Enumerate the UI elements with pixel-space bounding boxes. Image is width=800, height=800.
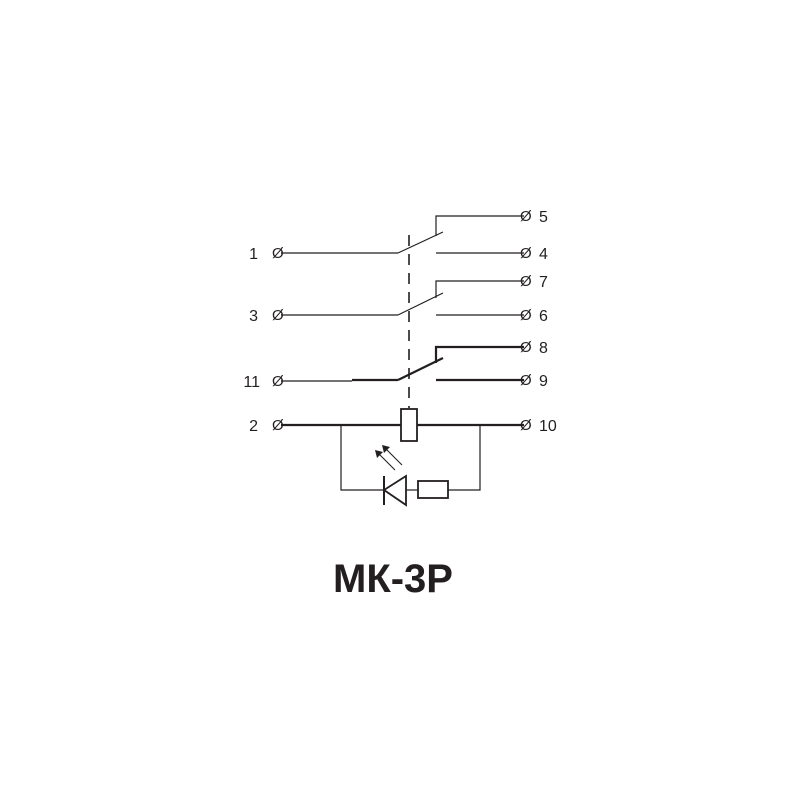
led-branch — [340, 425, 481, 507]
pin-label-10: 10 — [539, 418, 557, 435]
terminal-symbol-pin-6: Ø — [520, 307, 532, 324]
terminal-symbol-pin-10: Ø — [520, 417, 532, 434]
pin-label-8: 8 — [539, 340, 548, 357]
pin-label-1: 1 — [249, 246, 258, 263]
terminal-symbol-pin-1: Ø — [272, 245, 284, 262]
coil-circuit — [281, 408, 524, 442]
wire-pin-7 — [435, 280, 524, 298]
pin-label-3: 3 — [249, 308, 258, 325]
led-diode — [382, 474, 407, 507]
diagram-title: МК-3Р — [333, 557, 453, 601]
branch-wire-right — [448, 425, 481, 491]
branch-wire-left — [340, 425, 383, 491]
wire-pin-5 — [435, 215, 524, 236]
pin-label-4: 4 — [539, 246, 548, 263]
resistor — [417, 480, 449, 499]
terminal-symbol-pin-4: Ø — [520, 245, 532, 262]
pin-label-9: 9 — [539, 373, 548, 390]
contact-group-1 — [281, 215, 524, 254]
terminal-symbol-pin-11: Ø — [272, 373, 284, 390]
terminal-symbol-pin-3: Ø — [272, 307, 284, 324]
contact-group-3 — [281, 345, 524, 382]
pin-labels: 1 3 11 2 5 4 7 6 8 9 10 — [243, 209, 557, 435]
terminal-symbol-pin-5: Ø — [520, 208, 532, 225]
pin-label-2: 2 — [249, 418, 258, 435]
pin-label-11: 11 — [243, 374, 260, 391]
pin-label-6: 6 — [539, 308, 548, 325]
pin-label-7: 7 — [539, 274, 548, 291]
terminal-symbol-pin-7: Ø — [520, 273, 532, 290]
terminal-symbols: Ø Ø Ø Ø Ø Ø Ø Ø Ø Ø Ø — [272, 208, 532, 434]
terminal-symbol-pin-2: Ø — [272, 417, 284, 434]
pin-label-5: 5 — [539, 209, 548, 226]
contact-group-2 — [281, 280, 524, 316]
terminal-symbol-pin-8: Ø — [520, 339, 532, 356]
light-emission-icon — [375, 445, 403, 471]
wire-pin-8 — [434, 345, 524, 363]
terminal-symbol-pin-9: Ø — [520, 372, 532, 389]
relay-coil — [400, 408, 418, 442]
